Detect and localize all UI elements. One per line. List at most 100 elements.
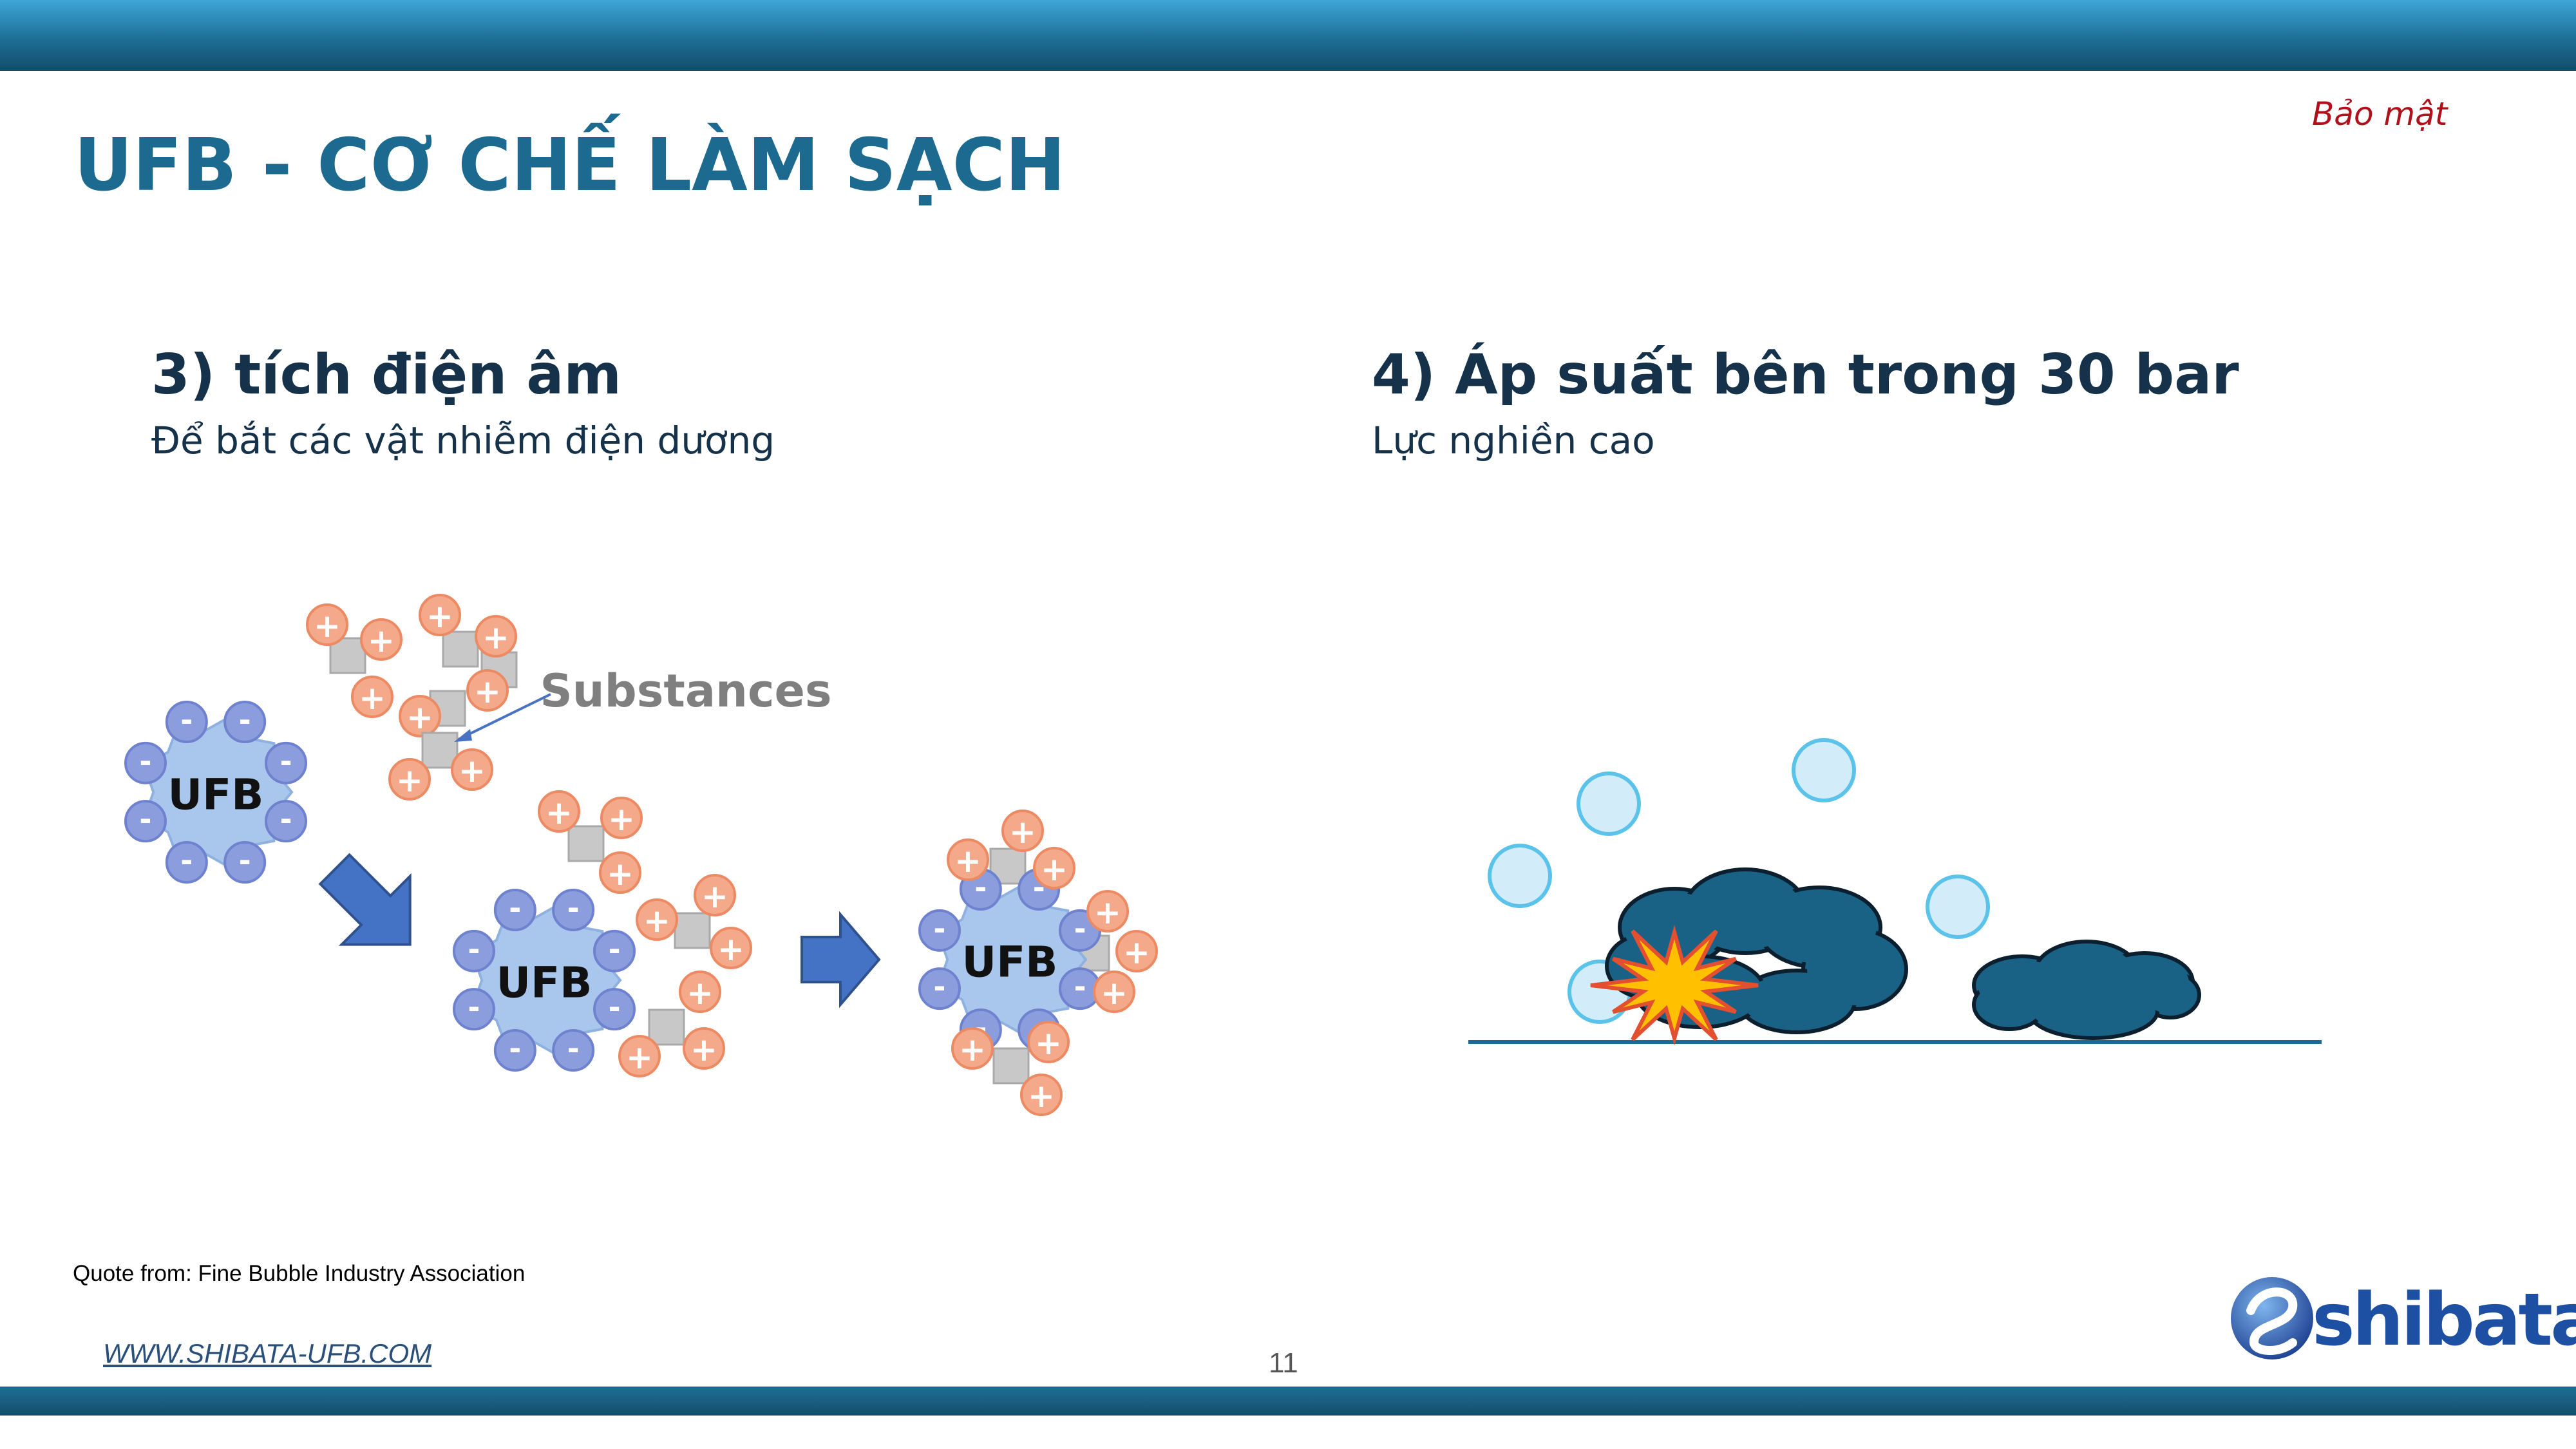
- substance-particle: [567, 825, 605, 862]
- quote-source: Quote from: Fine Bubble Industry Associa…: [73, 1261, 526, 1286]
- ufb-label: UFB: [168, 770, 264, 820]
- positive-ion: [419, 594, 461, 636]
- negative-ion: [265, 741, 308, 784]
- right-section-subtitle: Lực nghiền cao: [1372, 419, 1655, 462]
- left-section-heading: 3) tích điện âm: [151, 343, 621, 407]
- negative-sign: -: [468, 932, 480, 967]
- negative-ion: [165, 841, 208, 884]
- negative-sign: -: [567, 891, 580, 925]
- positive-ion: [360, 618, 402, 661]
- positive-sign: +: [959, 1031, 986, 1068]
- substance-particle: [674, 912, 711, 949]
- dirt-clump-small-fill: [2145, 976, 2195, 1014]
- bottom-footer-band: [0, 1387, 2576, 1416]
- positive-ion: [388, 758, 431, 800]
- negative-sign: -: [974, 870, 987, 905]
- positive-ion: [679, 971, 721, 1013]
- burst-explosion-icon: [1590, 925, 1759, 1046]
- positive-ion: [1086, 890, 1129, 933]
- negative-ion: [593, 988, 636, 1031]
- positive-sign: +: [459, 752, 486, 790]
- positive-ion: [538, 790, 580, 833]
- negative-sign: -: [180, 843, 193, 878]
- negative-sign: -: [279, 744, 292, 779]
- positive-sign: +: [1094, 894, 1121, 931]
- negative-ion: [493, 1029, 536, 1072]
- positive-ion: [1033, 847, 1075, 889]
- dirt-clump-small-fill: [1978, 984, 2041, 1025]
- substances-pointer-head: [454, 729, 472, 742]
- negative-sign: -: [933, 969, 945, 1004]
- negative-sign: -: [509, 1031, 521, 1066]
- negative-sign: -: [509, 891, 521, 925]
- substance-particle: [648, 1009, 685, 1046]
- confidential-label: Bảo mật: [2312, 95, 2448, 133]
- ultrafine-bubble: [1792, 738, 1856, 802]
- positive-ion: [451, 748, 493, 791]
- ufb-label: UFB: [962, 938, 1058, 987]
- negative-sign: -: [608, 990, 620, 1025]
- negative-sign: -: [468, 990, 480, 1025]
- negative-ion: [552, 888, 595, 931]
- positive-ion: [475, 615, 517, 658]
- positive-ion: [951, 1027, 994, 1070]
- positive-sign: +: [1009, 813, 1036, 851]
- substances-label: Substances: [540, 665, 831, 717]
- positive-sign: +: [368, 622, 395, 659]
- positive-ion: [1093, 971, 1135, 1013]
- negative-ion: [124, 741, 167, 784]
- ultrafine-bubble: [1577, 772, 1641, 836]
- positive-sign: +: [1035, 1025, 1062, 1062]
- positive-sign: +: [1123, 934, 1150, 971]
- negative-ion: [918, 909, 961, 952]
- positive-ion: [694, 874, 736, 916]
- substance-particle: [992, 1047, 1030, 1084]
- negative-sign: -: [1074, 969, 1086, 1004]
- positive-sign: +: [426, 598, 453, 635]
- positive-ion: [1027, 1021, 1070, 1063]
- positive-ion: [1115, 930, 1158, 972]
- dirt-clump-small-fill: [2032, 988, 2154, 1034]
- positive-sign: +: [396, 762, 423, 799]
- ultrafine-bubble: [1926, 875, 1990, 939]
- positive-ion: [399, 695, 441, 737]
- negative-ion: [593, 929, 636, 972]
- positive-sign: +: [1028, 1077, 1055, 1115]
- process-arrow-2: [800, 911, 881, 1009]
- positive-ion: [600, 797, 643, 839]
- negative-sign: -: [608, 932, 620, 967]
- negative-sign: -: [239, 703, 251, 737]
- positive-sign: +: [954, 842, 981, 880]
- negative-ion: [265, 800, 308, 843]
- negative-ion: [552, 1029, 595, 1072]
- substances-pointer-line: [458, 693, 551, 741]
- page-number: 11: [1269, 1347, 1298, 1379]
- positive-ion: [947, 838, 989, 881]
- substance-particle: [442, 630, 479, 668]
- positive-sign: +: [687, 974, 714, 1012]
- positive-sign: +: [406, 699, 433, 736]
- shibata-logo-text: shibata: [2312, 1278, 2576, 1362]
- positive-sign: +: [545, 794, 573, 831]
- positive-sign: +: [359, 679, 386, 717]
- positive-sign: +: [1101, 974, 1128, 1012]
- left-section-subtitle: Để bắt các vật nhiễm điện dương: [151, 419, 775, 462]
- positive-sign: +: [607, 855, 634, 893]
- positive-ion: [599, 851, 641, 894]
- negative-ion: [452, 988, 495, 1031]
- website-link[interactable]: WWW.SHIBATA-UFB.COM: [103, 1338, 432, 1368]
- positive-ion: [306, 603, 348, 646]
- substance-particle: [329, 637, 366, 674]
- positive-ion: [1001, 810, 1044, 852]
- negative-ion: [124, 800, 167, 843]
- negative-sign: -: [933, 911, 945, 946]
- positive-ion: [683, 1027, 725, 1070]
- negative-ion: [918, 967, 961, 1010]
- positive-sign: +: [717, 931, 744, 968]
- positive-sign: +: [1041, 851, 1068, 888]
- positive-ion: [618, 1035, 661, 1077]
- process-arrow-1: [318, 853, 412, 946]
- dirt-clump-large-fill: [1743, 974, 1851, 1028]
- positive-ion: [466, 669, 509, 712]
